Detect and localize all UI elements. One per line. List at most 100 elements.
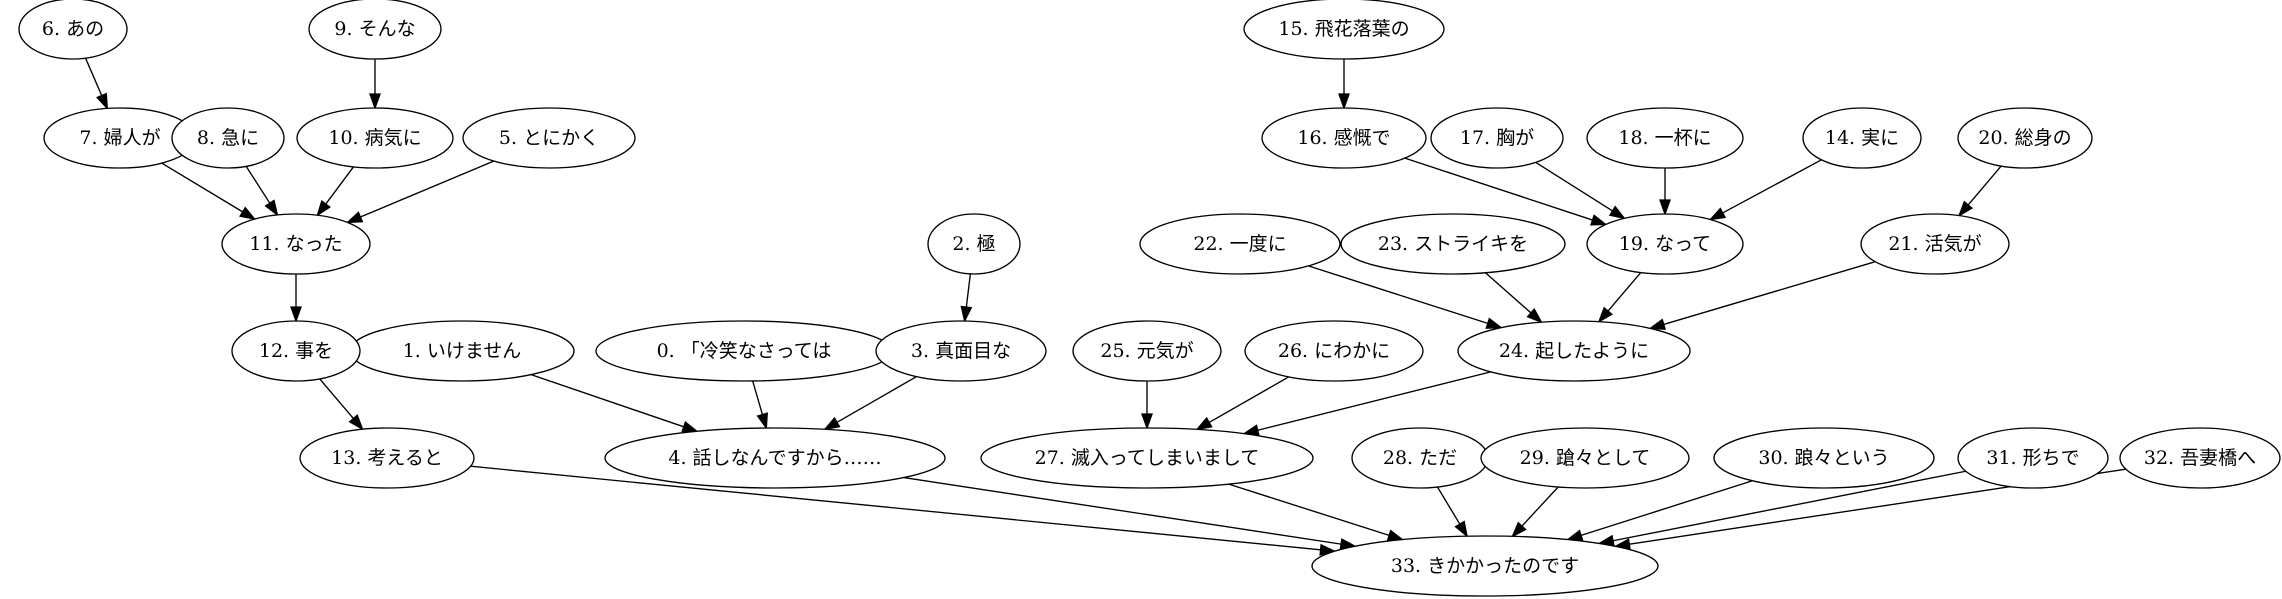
node-label: 10. 病気に — [328, 127, 421, 149]
edge-line — [1722, 159, 1822, 214]
node-ellipse — [1244, 320, 1424, 382]
arrowhead-icon — [1608, 205, 1627, 220]
edge-line — [903, 476, 1342, 545]
arrowhead-icon — [1485, 317, 1504, 329]
node-label: 22. 一度に — [1193, 233, 1286, 255]
node-ellipse — [1261, 107, 1427, 169]
node-28: 28. ただ — [1351, 427, 1489, 489]
node-label: 28. ただ — [1383, 447, 1457, 469]
edge-27-to-33 — [1228, 483, 1405, 541]
node-label: 30. 踉々という — [1758, 447, 1889, 469]
edge-12-to-13 — [319, 378, 364, 431]
edge-19-to-24 — [1597, 272, 1642, 324]
node-label: 11. なった — [249, 233, 342, 255]
node-label: 6. あの — [42, 18, 104, 40]
arrowhead-icon — [316, 199, 331, 217]
edge-6-to-7 — [84, 57, 109, 111]
edge-9-to-10 — [369, 59, 381, 111]
node-ellipse — [1340, 213, 1566, 275]
node-ellipse — [1957, 427, 2109, 489]
node-ellipse — [1860, 213, 2010, 275]
edge-line — [1228, 483, 1390, 537]
node-13: 13. 考えると — [299, 427, 475, 489]
node-29: 29. 蹌々として — [1480, 427, 1690, 489]
arrowhead-icon — [290, 306, 302, 324]
node-32: 32. 吾妻橋へ — [2119, 427, 2281, 489]
edge-line — [530, 373, 684, 428]
node-4: 4. 話しなんですから…… — [604, 427, 946, 489]
node-12: 12. 事を — [231, 320, 361, 382]
edge-line — [1580, 480, 1753, 537]
arrowhead-icon — [369, 93, 381, 111]
node-label: 3. 真面目な — [911, 340, 1011, 362]
arrowhead-icon — [1659, 199, 1671, 217]
edge-10-to-11 — [316, 166, 355, 217]
node-30: 30. 踉々という — [1713, 427, 1935, 489]
edge-3-to-4 — [823, 375, 917, 431]
node-15: 15. 飛花落葉の — [1243, 0, 1445, 60]
edge-28-to-33 — [1436, 486, 1469, 538]
edge-0-to-4 — [752, 380, 768, 430]
edge-line — [836, 375, 917, 423]
edge-5-to-11 — [345, 160, 495, 224]
edge-line — [325, 166, 355, 205]
node-label: 2. 極 — [952, 233, 995, 255]
edge-1-to-4 — [530, 373, 699, 433]
node-label: 26. にわかに — [1278, 340, 1390, 362]
node-label: 29. 蹌々として — [1520, 447, 1651, 469]
node-23: 23. ストライキを — [1340, 213, 1566, 275]
node-ellipse — [1802, 107, 1922, 169]
node-ellipse — [1957, 107, 2093, 169]
arrowhead-icon — [756, 412, 768, 430]
node-ellipse — [604, 427, 946, 489]
node-ellipse — [1430, 107, 1564, 169]
edge-line — [1521, 486, 1559, 527]
arrowhead-icon — [1565, 529, 1584, 541]
node-18: 18. 一杯に — [1586, 107, 1744, 169]
edge-line — [1485, 272, 1532, 314]
node-33: 33. きかかったのです — [1311, 535, 1659, 597]
node-24: 24. 起したように — [1457, 320, 1691, 382]
node-ellipse — [927, 213, 1021, 275]
node-3: 3. 真面目な — [875, 320, 1047, 382]
node-19: 19. なって — [1586, 213, 1744, 275]
arrowhead-icon — [348, 414, 364, 431]
node-label: 0. 「冷笑なさっては — [657, 340, 832, 362]
edge-line — [1967, 165, 2002, 206]
node-26: 26. にわかに — [1244, 320, 1424, 382]
node-2: 2. 極 — [927, 213, 1021, 275]
node-9: 9. そんな — [308, 0, 442, 60]
node-label: 8. 急に — [197, 127, 259, 149]
edge-line — [84, 57, 103, 96]
arrowhead-icon — [1648, 318, 1667, 330]
node-ellipse — [1139, 213, 1341, 275]
node-ellipse — [1713, 427, 1935, 489]
node-21: 21. 活気が — [1860, 213, 2010, 275]
edge-line — [470, 465, 1321, 551]
node-16: 16. 感慨で — [1261, 107, 1427, 169]
edge-line — [1607, 272, 1642, 312]
edge-21-to-24 — [1648, 261, 1876, 330]
edge-22-to-24 — [1308, 265, 1504, 329]
arrowhead-icon — [1597, 306, 1613, 324]
node-ellipse — [296, 107, 454, 169]
node-ellipse — [1072, 320, 1222, 382]
node-label: 21. 活気が — [1888, 233, 1981, 255]
node-ellipse — [171, 107, 285, 169]
arrowhead-icon — [1338, 93, 1350, 111]
node-label: 13. 考えると — [331, 447, 443, 469]
node-6: 6. あの — [18, 0, 128, 60]
arrowhead-icon — [1454, 520, 1469, 538]
node-ellipse — [2119, 427, 2281, 489]
arrowhead-icon — [681, 420, 699, 433]
node-ellipse — [1243, 0, 1445, 60]
arrowhead-icon — [1590, 214, 1608, 226]
node-ellipse — [18, 0, 128, 60]
edge-2-to-3 — [960, 273, 973, 324]
node-5: 5. とにかく — [462, 107, 636, 169]
node-label: 5. とにかく — [499, 127, 599, 149]
node-ellipse — [462, 107, 636, 169]
arrowhead-icon — [823, 416, 841, 431]
node-ellipse — [299, 427, 475, 489]
